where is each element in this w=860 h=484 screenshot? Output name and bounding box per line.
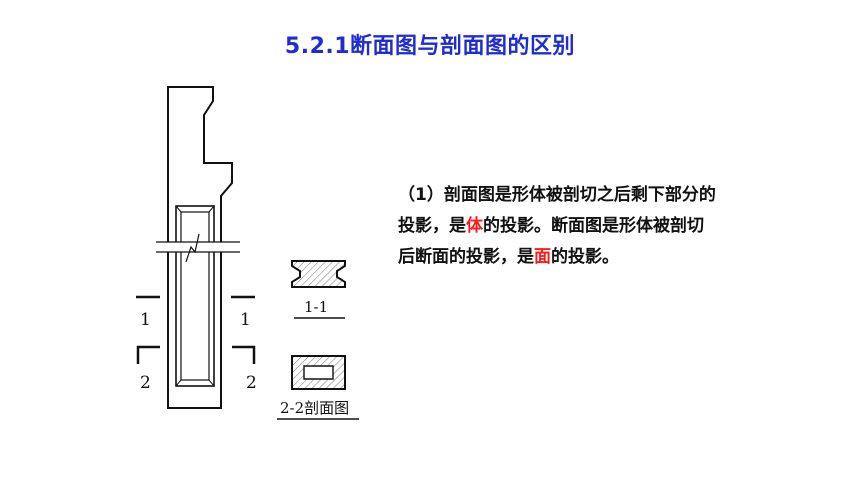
column-outline — [167, 86, 233, 409]
highlight-ti: 体 — [466, 216, 483, 236]
paragraph-line-2: 投影，是体的投影。断面图是形体被剖切 — [398, 211, 818, 242]
section-2-2-caption: 2-2剖面图 — [280, 399, 349, 417]
cut-label-1-left: 1 — [140, 310, 151, 330]
paragraph-line-1: （1）剖面图是形体被剖切之后剩下部分的 — [398, 185, 716, 205]
break-symbol — [185, 233, 200, 263]
break-gap — [158, 242, 238, 252]
recess-corner — [208, 379, 215, 387]
paragraph-line-3: 后断面的投影，是面的投影。 — [398, 242, 818, 273]
paragraph-text: 投影，是 — [398, 216, 466, 236]
explanation-paragraph: （1）剖面图是形体被剖切之后剩下部分的 投影，是体的投影。断面图是形体被剖切 后… — [398, 180, 818, 273]
cut-label-2-right: 2 — [246, 373, 257, 393]
cut-label-2-left: 2 — [140, 373, 151, 393]
cut-mark-2-left — [136, 345, 160, 364]
recess-corner — [175, 379, 182, 387]
highlight-mian: 面 — [534, 247, 551, 267]
section-2-2-recess — [303, 365, 334, 380]
section-1-1-caption: 1-1 — [304, 298, 328, 316]
paragraph-text: 的投影。断面图是形体被剖切 — [483, 216, 704, 236]
recess-corner — [175, 205, 182, 213]
section-1-1-shape — [291, 260, 346, 288]
slide-title: 5.2.1断面图与剖面图的区别 — [284, 34, 576, 59]
paragraph-text: 的投影。 — [551, 247, 619, 267]
paragraph-text: 后断面的投影，是 — [398, 247, 534, 267]
recess-corner — [208, 205, 215, 213]
cut-mark-2-right — [232, 345, 256, 364]
recess-inner — [180, 211, 210, 381]
recess-outer — [175, 205, 215, 387]
cut-label-1-right: 1 — [240, 310, 251, 330]
